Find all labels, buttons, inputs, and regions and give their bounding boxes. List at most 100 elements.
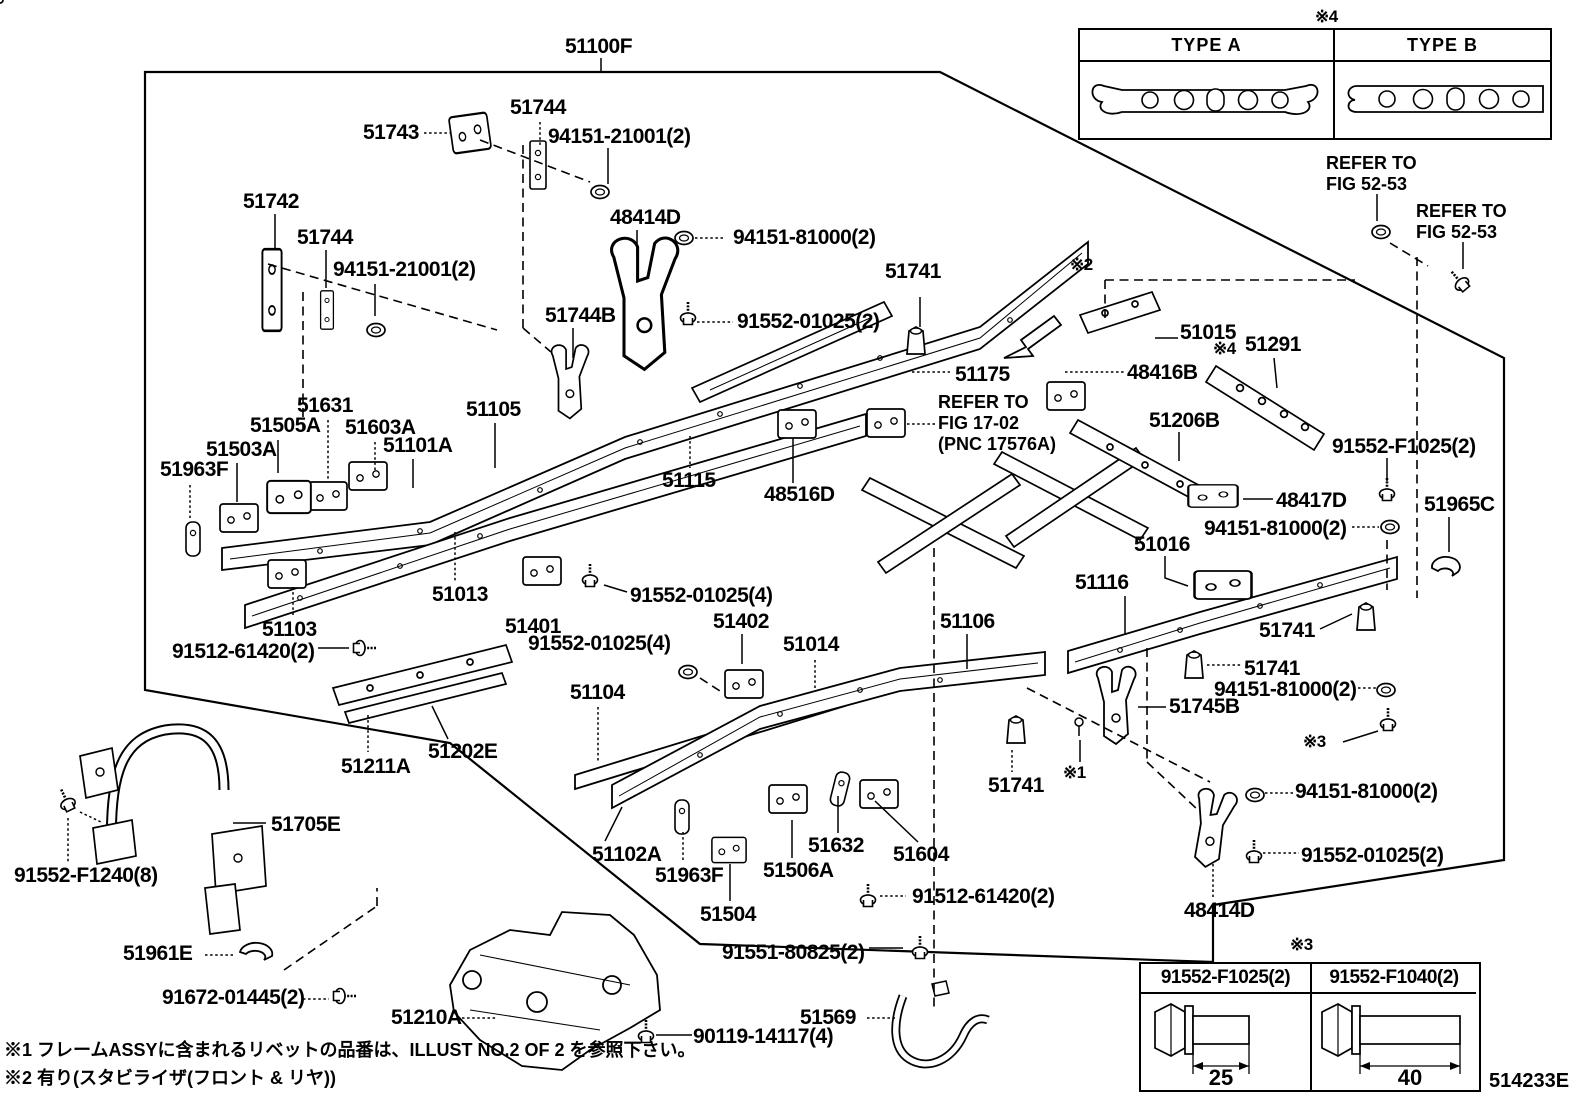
bolt-length-inset: 91552-F1025(2) 25 91552-F1040(2) — [1139, 962, 1481, 1092]
part-label: 51503A — [206, 438, 277, 461]
part-label: 51402 — [713, 610, 769, 633]
part-label: 91552-F1025(2) — [1332, 435, 1476, 458]
bolt-f1025-header: 91552-F1025(2) — [1141, 964, 1310, 994]
part-label: 91552-01025(2) — [737, 310, 880, 333]
hook-strap-51569 — [891, 980, 990, 1069]
part-label: REFER TO FIG 17-02 (PNC 17576A) — [938, 392, 1057, 455]
part-label: 51705E — [271, 813, 341, 836]
rail-holes — [297, 317, 1323, 758]
part-label: 94151-81000(2) — [733, 226, 876, 249]
type-a-drawing — [1080, 62, 1333, 138]
leader-lines — [233, 58, 1464, 1036]
part-label: 94151-81000(2) — [1295, 780, 1438, 803]
part-label: 48416B — [1127, 361, 1198, 384]
part-label: 51015 — [1180, 321, 1236, 344]
part-label: 91552-01025(4) — [528, 632, 671, 655]
part-label: 51013 — [432, 583, 488, 606]
part-label: 91552-01025(2) — [1301, 844, 1444, 867]
type-a-cell: TYPE A — [1080, 30, 1333, 138]
part-label: 514233E — [1489, 1070, 1570, 1092]
part-label: 51210A — [391, 1006, 462, 1029]
part-label: 51102A — [592, 843, 662, 866]
part-label: 90119-14117(4) — [693, 1025, 834, 1048]
dashed-reference-lines — [267, 139, 1429, 1008]
dotted-leader-lines — [67, 122, 1379, 1019]
part-label: 51115 — [662, 469, 716, 492]
footnote-1: ※1 フレームASSYに含まれるリベットの品番は、ILLUST NO.2 OF … — [4, 1040, 696, 1060]
footnote-2: ※2 有り(スタビライザ(フロント & リヤ)) — [4, 1068, 336, 1088]
part-label: 51741 — [1244, 657, 1300, 680]
part-label: REFER TO FIG 52-53 — [1416, 201, 1507, 243]
part-label: 48516D — [764, 483, 835, 506]
suspension-member — [449, 911, 661, 1071]
part-label: REFER TO FIG 52-53 — [1326, 153, 1417, 195]
frame-rails — [221, 240, 1398, 810]
bolt-f1040-drawing: 40 — [1312, 994, 1476, 1090]
part-label: 94151-21001(2) — [333, 258, 476, 281]
part-label: 91552-01025(4) — [630, 584, 773, 607]
hook-51965c — [1431, 556, 1461, 577]
bolt-f1025-length: 25 — [1209, 1065, 1233, 1087]
part-label: ※3 — [1303, 732, 1326, 751]
part-label: 51116 — [1075, 571, 1129, 594]
part-label: 91672-01445(2) — [162, 986, 305, 1009]
part-label: 51101A — [383, 434, 453, 457]
part-label: 51743 — [363, 121, 419, 144]
part-label: 51742 — [243, 190, 299, 213]
part-label: 51741 — [1259, 619, 1315, 642]
part-label: 51175 — [955, 363, 1010, 386]
part-label: 51211A — [341, 755, 411, 778]
bolt-f1025-cell: 91552-F1025(2) 25 — [1141, 964, 1310, 1090]
part-label: 51963F — [655, 864, 724, 887]
part-label: 51504 — [700, 903, 756, 926]
part-label: 51105 — [466, 398, 521, 421]
part-label: 91552-F1240(8) — [14, 864, 158, 887]
direction-arrow-icon — [1003, 314, 1063, 359]
part-label: 51603A — [345, 416, 416, 439]
part-label: 48417D — [1276, 489, 1347, 512]
part-label: 51104 — [570, 681, 625, 704]
bolt-f1040-cell: 91552-F1040(2) 40 — [1310, 964, 1476, 1090]
part-label: 51103 — [262, 618, 317, 641]
part-label: 94151-21001(2) — [548, 125, 691, 148]
part-label: 51016 — [1134, 533, 1190, 556]
part-label: 51965C — [1424, 493, 1495, 516]
part-label: ※4 — [1213, 339, 1236, 358]
part-label: 51744 — [510, 96, 566, 119]
part-label: 51291 — [1245, 333, 1301, 356]
part-label: ※4 — [1315, 7, 1338, 26]
part-label: 51014 — [783, 633, 839, 656]
part-label: ※2 — [1070, 255, 1093, 274]
part-label: 94151-81000(2) — [1214, 678, 1357, 701]
part-label: 91512-61420(2) — [912, 885, 1055, 908]
part-label: 51741 — [988, 774, 1044, 797]
part-label: 51100F — [565, 35, 633, 58]
part-label: 51569 — [800, 1006, 856, 1029]
part-label: 51744B — [545, 304, 616, 327]
type-b-header: TYPE B — [1335, 30, 1550, 62]
type-a-header: TYPE A — [1080, 30, 1333, 62]
part-label: 51206B — [1149, 409, 1220, 432]
part-label: 51505A — [250, 414, 321, 437]
part-label: 91512-61420(2) — [172, 640, 315, 663]
type-b-drawing — [1335, 62, 1550, 138]
part-label: 51401 — [505, 615, 561, 638]
bolt-f1040-header: 91552-F1040(2) — [1312, 964, 1476, 994]
part-label: 48414D — [610, 206, 681, 229]
part-label: 51106 — [940, 610, 995, 633]
bolt-f1025-drawing: 25 — [1141, 994, 1310, 1090]
part-label: ※1 — [1063, 763, 1086, 782]
bolt-f1040-length: 40 — [1398, 1065, 1422, 1087]
part-label: 48414D — [1184, 899, 1255, 922]
crossmembers — [0, 0, 1326, 725]
part-label: 91551-80825(2) — [722, 941, 865, 964]
hook-51961e — [238, 941, 274, 961]
part-label: 51744 — [297, 226, 353, 249]
part-label: 94151-81000(2) — [1204, 517, 1347, 540]
stabilizer-bar — [79, 723, 267, 935]
diagram-border — [143, 70, 1506, 964]
part-label: ※3 — [1290, 935, 1313, 954]
part-label: 51632 — [808, 834, 864, 857]
part-label: 51961E — [123, 942, 193, 965]
